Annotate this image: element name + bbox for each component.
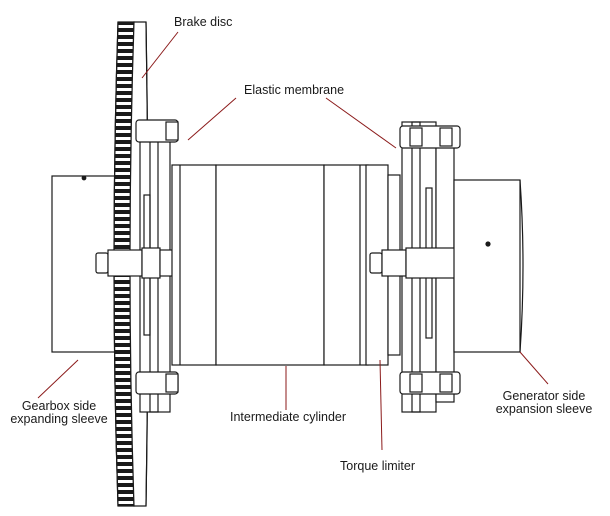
left-bolt-top [135,119,179,143]
label-gearbox-line1: Gearbox side [21,399,97,413]
leader-gearbox-sleeve [37,359,79,399]
left-bolt-bottom [135,371,179,395]
label-intermediate-cylinder: Intermediate cylinder [230,410,347,424]
intermediate-cylinder [171,164,369,366]
label-generator-line2: expansion sleeve [495,402,593,416]
label-brake-disc: Brake disc [174,15,233,29]
label-elastic-membrane: Elastic membrane [244,83,345,97]
label-gearbox-sleeve: Gearbox side expanding sleeve [6,400,112,426]
leader-elastic-membrane-right [325,97,397,149]
leader-generator-sleeve [519,351,549,385]
right-bolt-top [399,125,461,149]
leader-brake-disc [141,31,179,79]
label-gearbox-line2: expanding sleeve [10,412,108,426]
leader-elastic-membrane-left [187,97,237,141]
leader-torque-limiter [379,359,383,451]
right-bolt-bottom [399,371,461,395]
generator-expansion-sleeve [453,179,524,353]
label-generator-line1: Generator side [502,389,586,403]
label-generator-sleeve: Generator side expansion sleeve [492,390,596,416]
label-torque-limiter: Torque limiter [340,459,416,473]
